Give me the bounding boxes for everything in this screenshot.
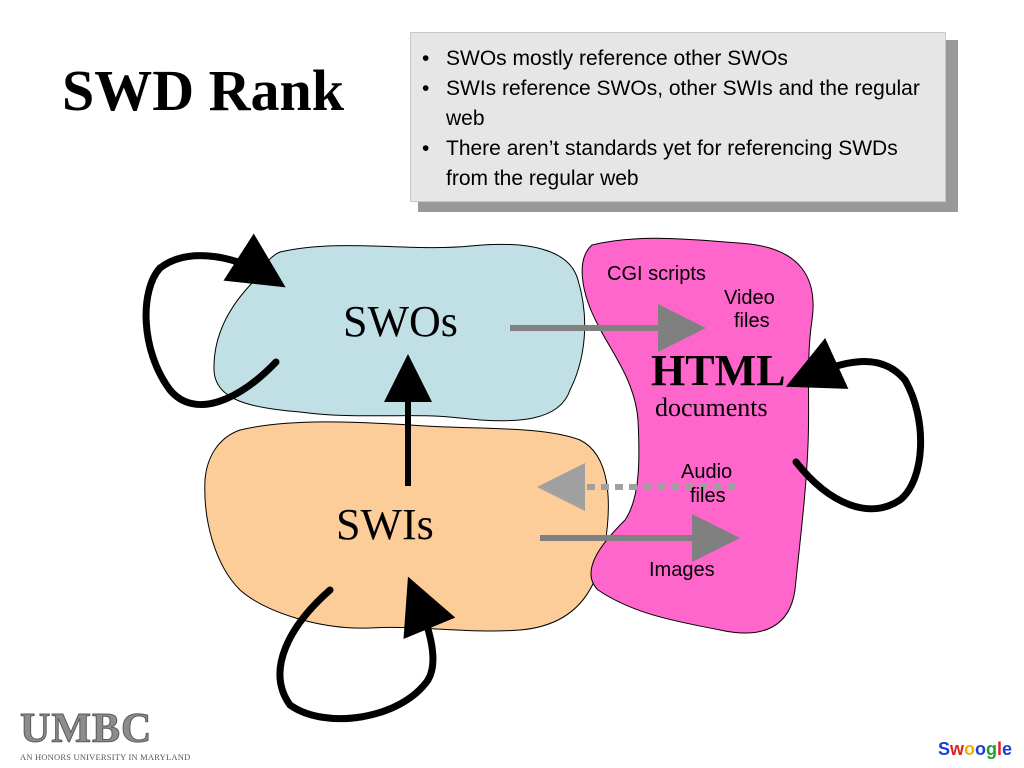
bullet-item: There aren’t standards yet for referenci… <box>422 134 935 194</box>
documents-label: documents <box>655 393 768 422</box>
swis-label: SWIs <box>336 500 434 549</box>
audio-files-label-1: Audio <box>681 461 733 483</box>
html-self-loop-arrow <box>785 337 924 513</box>
bullet-box: SWOs mostly reference other SWOs SWIs re… <box>410 32 946 202</box>
umbc-logo-text: UMBC <box>19 706 153 752</box>
video-files-label-1: Video <box>724 287 775 309</box>
images-label: Images <box>649 559 715 581</box>
cgi-scripts-label: CGI scripts <box>607 263 706 285</box>
bullet-list: SWOs mostly reference other SWOs SWIs re… <box>411 33 945 194</box>
swos-self-loop-arrow <box>142 233 286 409</box>
swoogle-letter: o <box>964 739 976 759</box>
bullet-item: SWIs reference SWOs, other SWIs and the … <box>422 74 935 134</box>
audio-files-label-2: files <box>690 485 726 507</box>
slide-title: SWD Rank <box>62 58 345 123</box>
umbc-logo: UMBC AN HONORS UNIVERSITY IN MARYLAND <box>19 706 191 763</box>
swoogle-logo: Swoogle <box>938 740 1012 758</box>
html-documents-blob <box>581 237 814 634</box>
swos-blob <box>213 243 586 422</box>
swoogle-letter: S <box>938 739 951 759</box>
swis-self-loop-arrow <box>276 576 456 723</box>
swoogle-letter: g <box>986 739 998 759</box>
swoogle-letter: e <box>1002 739 1013 759</box>
swos-label: SWOs <box>343 297 458 346</box>
video-files-label-2: files <box>734 310 770 332</box>
swoogle-letter: w <box>950 739 965 759</box>
umbc-logo-subtitle: AN HONORS UNIVERSITY IN MARYLAND <box>20 752 191 762</box>
swoogle-letter: l <box>997 739 1003 759</box>
html-label: HTML <box>651 346 786 395</box>
bullet-item: SWOs mostly reference other SWOs <box>422 44 935 74</box>
swoogle-letter: o <box>975 739 987 759</box>
swis-blob <box>204 421 609 632</box>
